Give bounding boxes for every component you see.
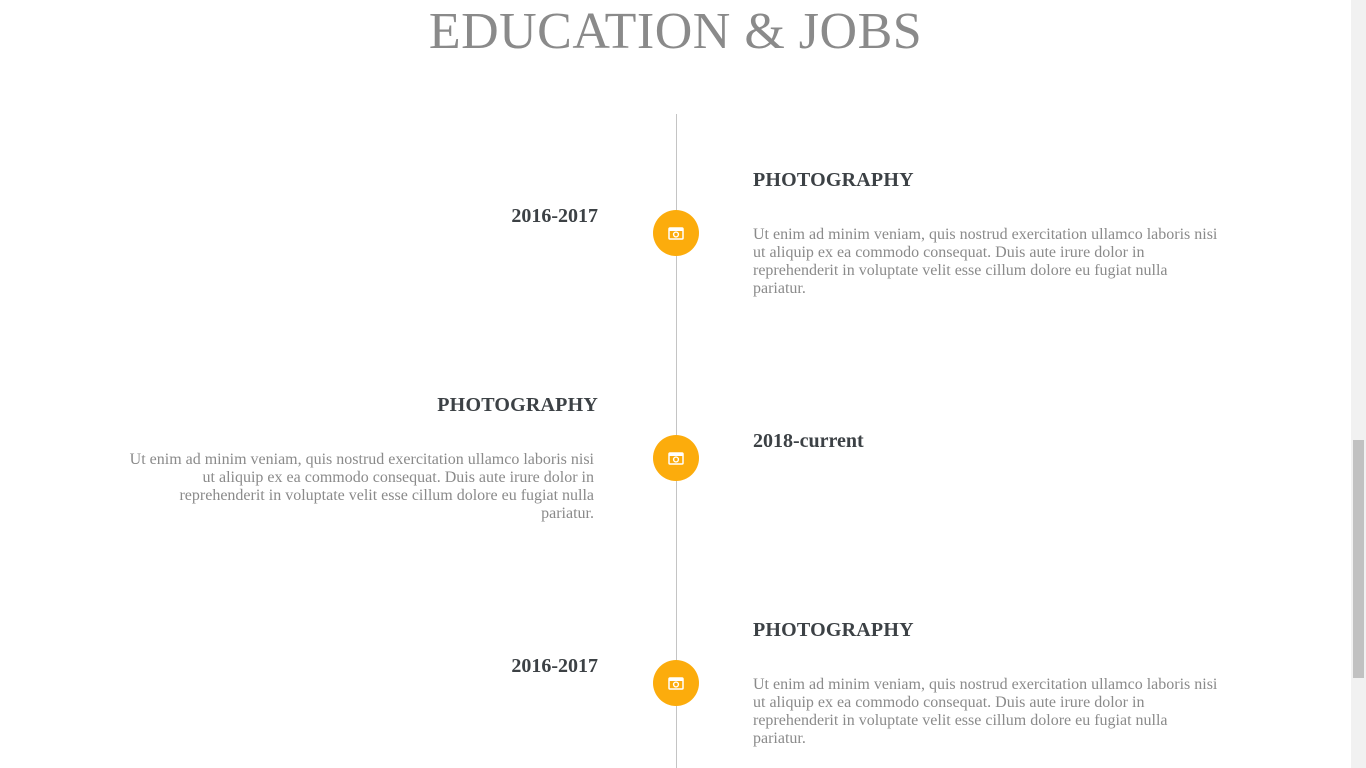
scrollbar-thumb[interactable] bbox=[1353, 440, 1364, 678]
timeline-icon-badge bbox=[653, 660, 699, 706]
timeline-title: PHOTOGRAPHY bbox=[753, 619, 914, 641]
timeline-icon-badge bbox=[653, 435, 699, 481]
timeline-date: 2018-current bbox=[753, 430, 864, 452]
timeline-date: 2016-2017 bbox=[511, 205, 598, 227]
camera-icon bbox=[668, 677, 684, 690]
timeline-description: Ut enim ad minim veniam, quis nostrud ex… bbox=[753, 226, 1218, 297]
timeline-title: PHOTOGRAPHY bbox=[437, 394, 598, 416]
timeline-date: 2016-2017 bbox=[511, 655, 598, 677]
timeline-description: Ut enim ad minim veniam, quis nostrud ex… bbox=[753, 676, 1218, 747]
vertical-scrollbar[interactable] bbox=[1351, 0, 1366, 768]
section-title: EDUCATION & JOBS bbox=[428, 3, 923, 60]
timeline-icon-badge bbox=[653, 210, 699, 256]
camera-icon bbox=[668, 227, 684, 240]
camera-icon bbox=[668, 452, 684, 465]
timeline-title: PHOTOGRAPHY bbox=[753, 169, 914, 191]
timeline-description: Ut enim ad minim veniam, quis nostrud ex… bbox=[129, 451, 594, 522]
